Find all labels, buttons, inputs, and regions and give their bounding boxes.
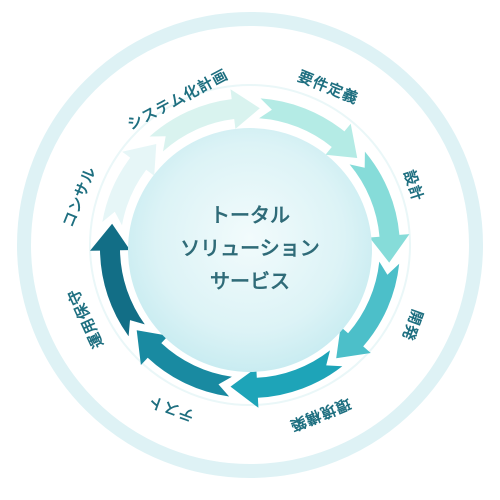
arrow-test <box>136 330 232 397</box>
outer-ring <box>17 12 483 478</box>
inner-ring <box>89 84 411 406</box>
arrow-requirements <box>259 98 358 158</box>
stage-label-operation: 運用保守 <box>64 285 107 351</box>
stage-label-development: 開発 <box>399 307 427 343</box>
stage-label-consulting: コンサル <box>59 164 100 230</box>
center-core <box>128 128 372 372</box>
arrow-operation <box>90 223 145 337</box>
center-title-line-1: トータル <box>210 203 290 227</box>
stage-label-environment: 環境構築 <box>287 394 353 435</box>
arrow-consulting <box>102 144 157 226</box>
arrow-environment <box>230 350 343 408</box>
center-title-line-3: サービス <box>210 269 290 293</box>
stage-label-requirements: 要件定義 <box>295 67 361 108</box>
arrow-system-plan <box>149 89 260 152</box>
cycle-arrows <box>90 89 410 408</box>
arrow-design <box>349 151 410 263</box>
arrow-development <box>336 261 400 359</box>
stage-label-test: テスト <box>145 392 196 425</box>
center-title-line-2: ソリューション <box>180 236 320 260</box>
